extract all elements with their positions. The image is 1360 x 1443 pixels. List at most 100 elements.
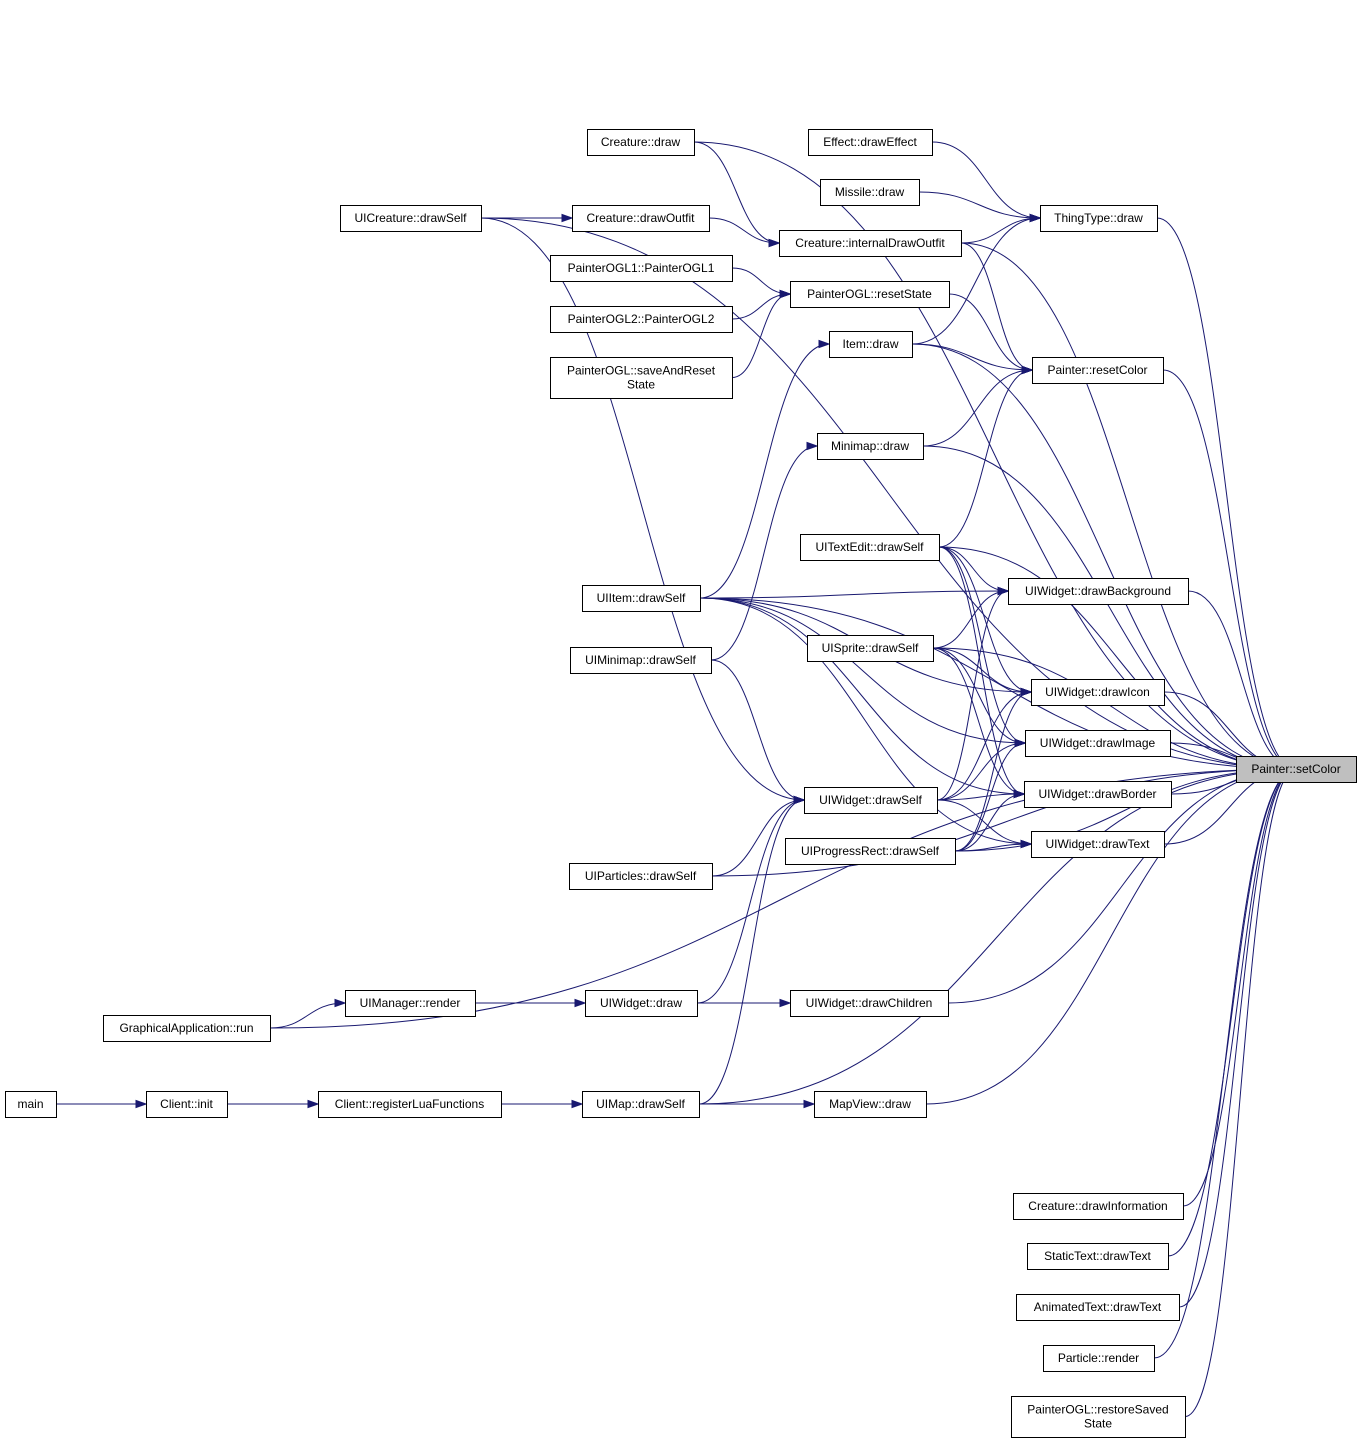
node-box	[1032, 357, 1164, 384]
node-ui-particles-draw-self[interactable]: UIParticles::drawSelf	[569, 863, 713, 890]
node-painter-reset-color[interactable]: Painter::resetColor	[1032, 357, 1164, 384]
edge-ui-widget-draw-self-to-ui-widget-draw-background	[936, 590, 1009, 801]
edge-ui-creature-draw-self-to-ui-widget-draw-self	[480, 217, 805, 801]
node-particle-render[interactable]: Particle::render	[1043, 1345, 1155, 1372]
node-ui-minimap-draw-self[interactable]: UIMinimap::drawSelf	[570, 647, 712, 674]
node-set-color[interactable]: Painter::setColor	[1236, 756, 1357, 783]
node-creature-internal-draw-outfit[interactable]: Creature::internalDrawOutfit	[779, 230, 962, 257]
node-ui-sprite-draw-self[interactable]: UISprite::drawSelf	[807, 635, 934, 662]
node-creature-draw-information[interactable]: Creature::drawInformation	[1013, 1193, 1184, 1220]
edge-ui-item-draw-self-to-ui-widget-draw-image	[699, 597, 1026, 744]
node-box	[569, 863, 713, 890]
node-static-text-draw-text[interactable]: StaticText::drawText	[1027, 1243, 1169, 1270]
node-box	[820, 179, 920, 206]
node-box	[1236, 756, 1357, 783]
node-ui-widget-draw-children[interactable]: UIWidget::drawChildren	[790, 990, 949, 1017]
node-label: UICreature::drawSelf	[354, 211, 467, 225]
edge-ui-text-edit-draw-self-to-ui-widget-draw-background	[938, 546, 1009, 592]
node-painter-ogl1[interactable]: PainterOGL1::PainterOGL1	[550, 255, 733, 282]
node-missile-draw[interactable]: Missile::draw	[820, 179, 920, 206]
node-animated-text-draw-text[interactable]: AnimatedText::drawText	[1016, 1294, 1180, 1321]
node-ui-text-edit-draw-self[interactable]: UITextEdit::drawSelf	[800, 534, 940, 561]
node-box	[829, 331, 913, 358]
node-box	[5, 1091, 57, 1118]
node-box	[582, 1091, 700, 1118]
node-box	[808, 129, 933, 156]
edge-item-draw-to-thing-type-draw	[911, 217, 1041, 345]
node-main[interactable]: main	[5, 1091, 57, 1118]
node-effect-draw-effect[interactable]: Effect::drawEffect	[808, 129, 933, 156]
node-label: UIWidget::drawIcon	[1045, 685, 1150, 699]
edge-ui-item-draw-self-to-ui-widget-draw-text	[699, 597, 1032, 845]
node-ui-widget-draw[interactable]: UIWidget::draw	[585, 990, 698, 1017]
node-box	[550, 357, 733, 399]
nodes-layer: Painter::setColor Creature::draw Effect::d…	[5, 129, 1357, 1438]
node-label: State	[627, 378, 655, 392]
node-label: UIItem::drawSelf	[597, 591, 686, 605]
node-painter-ogl2[interactable]: PainterOGL2::PainterOGL2	[550, 306, 733, 333]
node-box	[1011, 1396, 1186, 1438]
node-client-init[interactable]: Client::init	[146, 1091, 228, 1118]
node-label: Effect::drawEffect	[823, 135, 917, 149]
node-label: Painter::resetColor	[1047, 363, 1147, 377]
node-box	[585, 990, 698, 1017]
node-label: PainterOGL::resetState	[807, 287, 932, 301]
node-graphical-app-run[interactable]: GraphicalApplication::run	[103, 1015, 271, 1042]
node-box	[103, 1015, 271, 1042]
node-client-register-lua[interactable]: Client::registerLuaFunctions	[318, 1091, 502, 1118]
edge-ui-text-edit-draw-self-to-set-color	[938, 546, 1297, 770]
node-ui-widget-draw-border[interactable]: UIWidget::drawBorder	[1024, 781, 1172, 808]
node-label: UIManager::render	[360, 996, 461, 1010]
node-label: main	[17, 1097, 43, 1111]
node-ui-widget-draw-icon[interactable]: UIWidget::drawIcon	[1031, 679, 1165, 706]
node-ui-map-draw-self[interactable]: UIMap::drawSelf	[582, 1091, 700, 1118]
node-ui-item-draw-self[interactable]: UIItem::drawSelf	[582, 585, 701, 612]
node-thing-type-draw[interactable]: ThingType::draw	[1040, 205, 1158, 232]
node-map-view-draw[interactable]: MapView::draw	[814, 1091, 927, 1118]
node-label: UITextEdit::drawSelf	[815, 540, 924, 554]
arrowhead-main-to-client-init	[135, 1099, 148, 1109]
node-box	[582, 585, 701, 612]
node-creature-draw-outfit[interactable]: Creature::drawOutfit	[572, 205, 710, 232]
node-label: State	[1084, 1417, 1112, 1431]
edge-creature-draw-to-set-color	[693, 141, 1297, 770]
edge-ui-map-draw-self-to-set-color	[698, 768, 1297, 1105]
node-label: UIWidget::drawImage	[1040, 736, 1156, 750]
edge-ui-sprite-draw-self-to-ui-widget-draw-image	[932, 647, 1026, 744]
node-label: PainterOGL1::PainterOGL1	[568, 261, 715, 275]
node-label: UIMap::drawSelf	[596, 1097, 685, 1111]
node-label: Client::init	[160, 1097, 213, 1111]
node-label: Missile::draw	[835, 185, 905, 199]
node-ui-widget-draw-image[interactable]: UIWidget::drawImage	[1025, 730, 1171, 757]
node-box	[345, 990, 476, 1017]
node-painter-oglreset-state[interactable]: PainterOGL::resetState	[790, 281, 950, 308]
node-ui-progress-rect-draw-self[interactable]: UIProgressRect::drawSelf	[785, 838, 956, 865]
node-box	[790, 990, 949, 1017]
node-creature-draw[interactable]: Creature::draw	[587, 129, 695, 156]
node-box	[804, 787, 938, 814]
edge-ui-text-edit-draw-self-to-ui-widget-draw-border	[938, 546, 1025, 795]
edge-missile-draw-to-thing-type-draw	[918, 191, 1041, 219]
node-box	[1031, 679, 1165, 706]
edge-minimap-draw-to-set-color	[922, 445, 1297, 770]
edge-ui-widget-draw-self-to-ui-widget-draw-image	[936, 742, 1026, 801]
arrowhead-painter-oglsave-and-reset-to-painter-oglreset-state	[779, 289, 792, 299]
node-minimap-draw[interactable]: Minimap::draw	[817, 433, 924, 460]
node-ui-widget-draw-text[interactable]: UIWidget::drawText	[1031, 831, 1165, 858]
node-ui-widget-draw-background[interactable]: UIWidget::drawBackground	[1008, 578, 1189, 605]
edge-painter-oglreset-state-to-painter-reset-color	[948, 293, 1033, 371]
edge-ui-sprite-draw-self-to-ui-widget-draw-border	[932, 647, 1025, 795]
node-label: PainterOGL::restoreSaved	[1027, 1403, 1168, 1417]
node-box	[318, 1091, 502, 1118]
node-ui-manager-render[interactable]: UIManager::render	[345, 990, 476, 1017]
node-box	[1024, 781, 1172, 808]
node-item-draw[interactable]: Item::draw	[829, 331, 913, 358]
node-ui-creature-draw-self[interactable]: UICreature::drawSelf	[340, 205, 482, 232]
node-box	[1025, 730, 1171, 757]
node-label: StaticText::drawText	[1044, 1249, 1151, 1263]
node-box	[790, 281, 950, 308]
node-ui-widget-draw-self[interactable]: UIWidget::drawSelf	[804, 787, 938, 814]
